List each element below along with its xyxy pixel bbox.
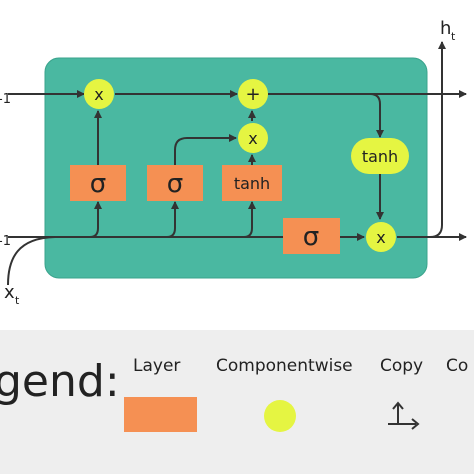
svg-text:x: x <box>248 129 257 148</box>
cell-state-in-label: -1 <box>0 92 11 107</box>
svg-text:h: h <box>440 18 451 39</box>
h-output-label: h t <box>440 18 456 43</box>
svg-text:σ: σ <box>303 222 319 252</box>
op-tanh-output: tanh <box>351 138 409 174</box>
input-branch-line <box>166 201 179 238</box>
copy-arrow-icon <box>388 401 420 430</box>
svg-text:x: x <box>376 228 385 247</box>
svg-text:tanh: tanh <box>362 147 398 166</box>
connection-lines <box>7 41 467 286</box>
x-input-label: x t <box>4 282 20 307</box>
legend-layer-swatch <box>124 397 197 432</box>
legend-next-label: Co <box>446 356 469 376</box>
cell-to-tanh-line <box>369 93 384 138</box>
candidate-branch-line <box>243 201 256 238</box>
layer-sigma-output: σ <box>283 218 340 254</box>
op-mult-output: x <box>366 222 396 252</box>
svg-text:tanh: tanh <box>234 174 270 193</box>
input-sigma-to-mult-line <box>174 134 237 165</box>
svg-text:t: t <box>451 30 456 43</box>
svg-text:x: x <box>94 85 103 104</box>
legend-componentwise-swatch <box>264 400 296 432</box>
layer-sigma-forget: σ <box>70 165 126 201</box>
layer-sigma-input: σ <box>147 165 203 201</box>
hidden-state-in-label: -1 <box>0 234 11 249</box>
op-mult-forget: x <box>84 79 114 109</box>
legend-title: gend: <box>0 356 120 407</box>
hidden-up-line <box>429 41 446 238</box>
op-mult-input: x <box>238 123 268 153</box>
x-input-line <box>7 236 56 286</box>
svg-text:σ: σ <box>90 169 106 199</box>
svg-text:+: + <box>245 84 260 105</box>
layer-tanh-candidate: tanh <box>222 165 282 201</box>
svg-text:σ: σ <box>167 169 183 199</box>
svg-text:x: x <box>4 282 15 303</box>
op-add: + <box>238 79 268 109</box>
legend-copy-label: Copy <box>380 356 424 376</box>
legend-layer-label: Layer <box>133 356 181 376</box>
svg-text:t: t <box>15 294 20 307</box>
forget-branch-line <box>89 201 102 238</box>
legend-componentwise-label: Componentwise <box>216 356 353 376</box>
legend-panel <box>0 330 474 474</box>
